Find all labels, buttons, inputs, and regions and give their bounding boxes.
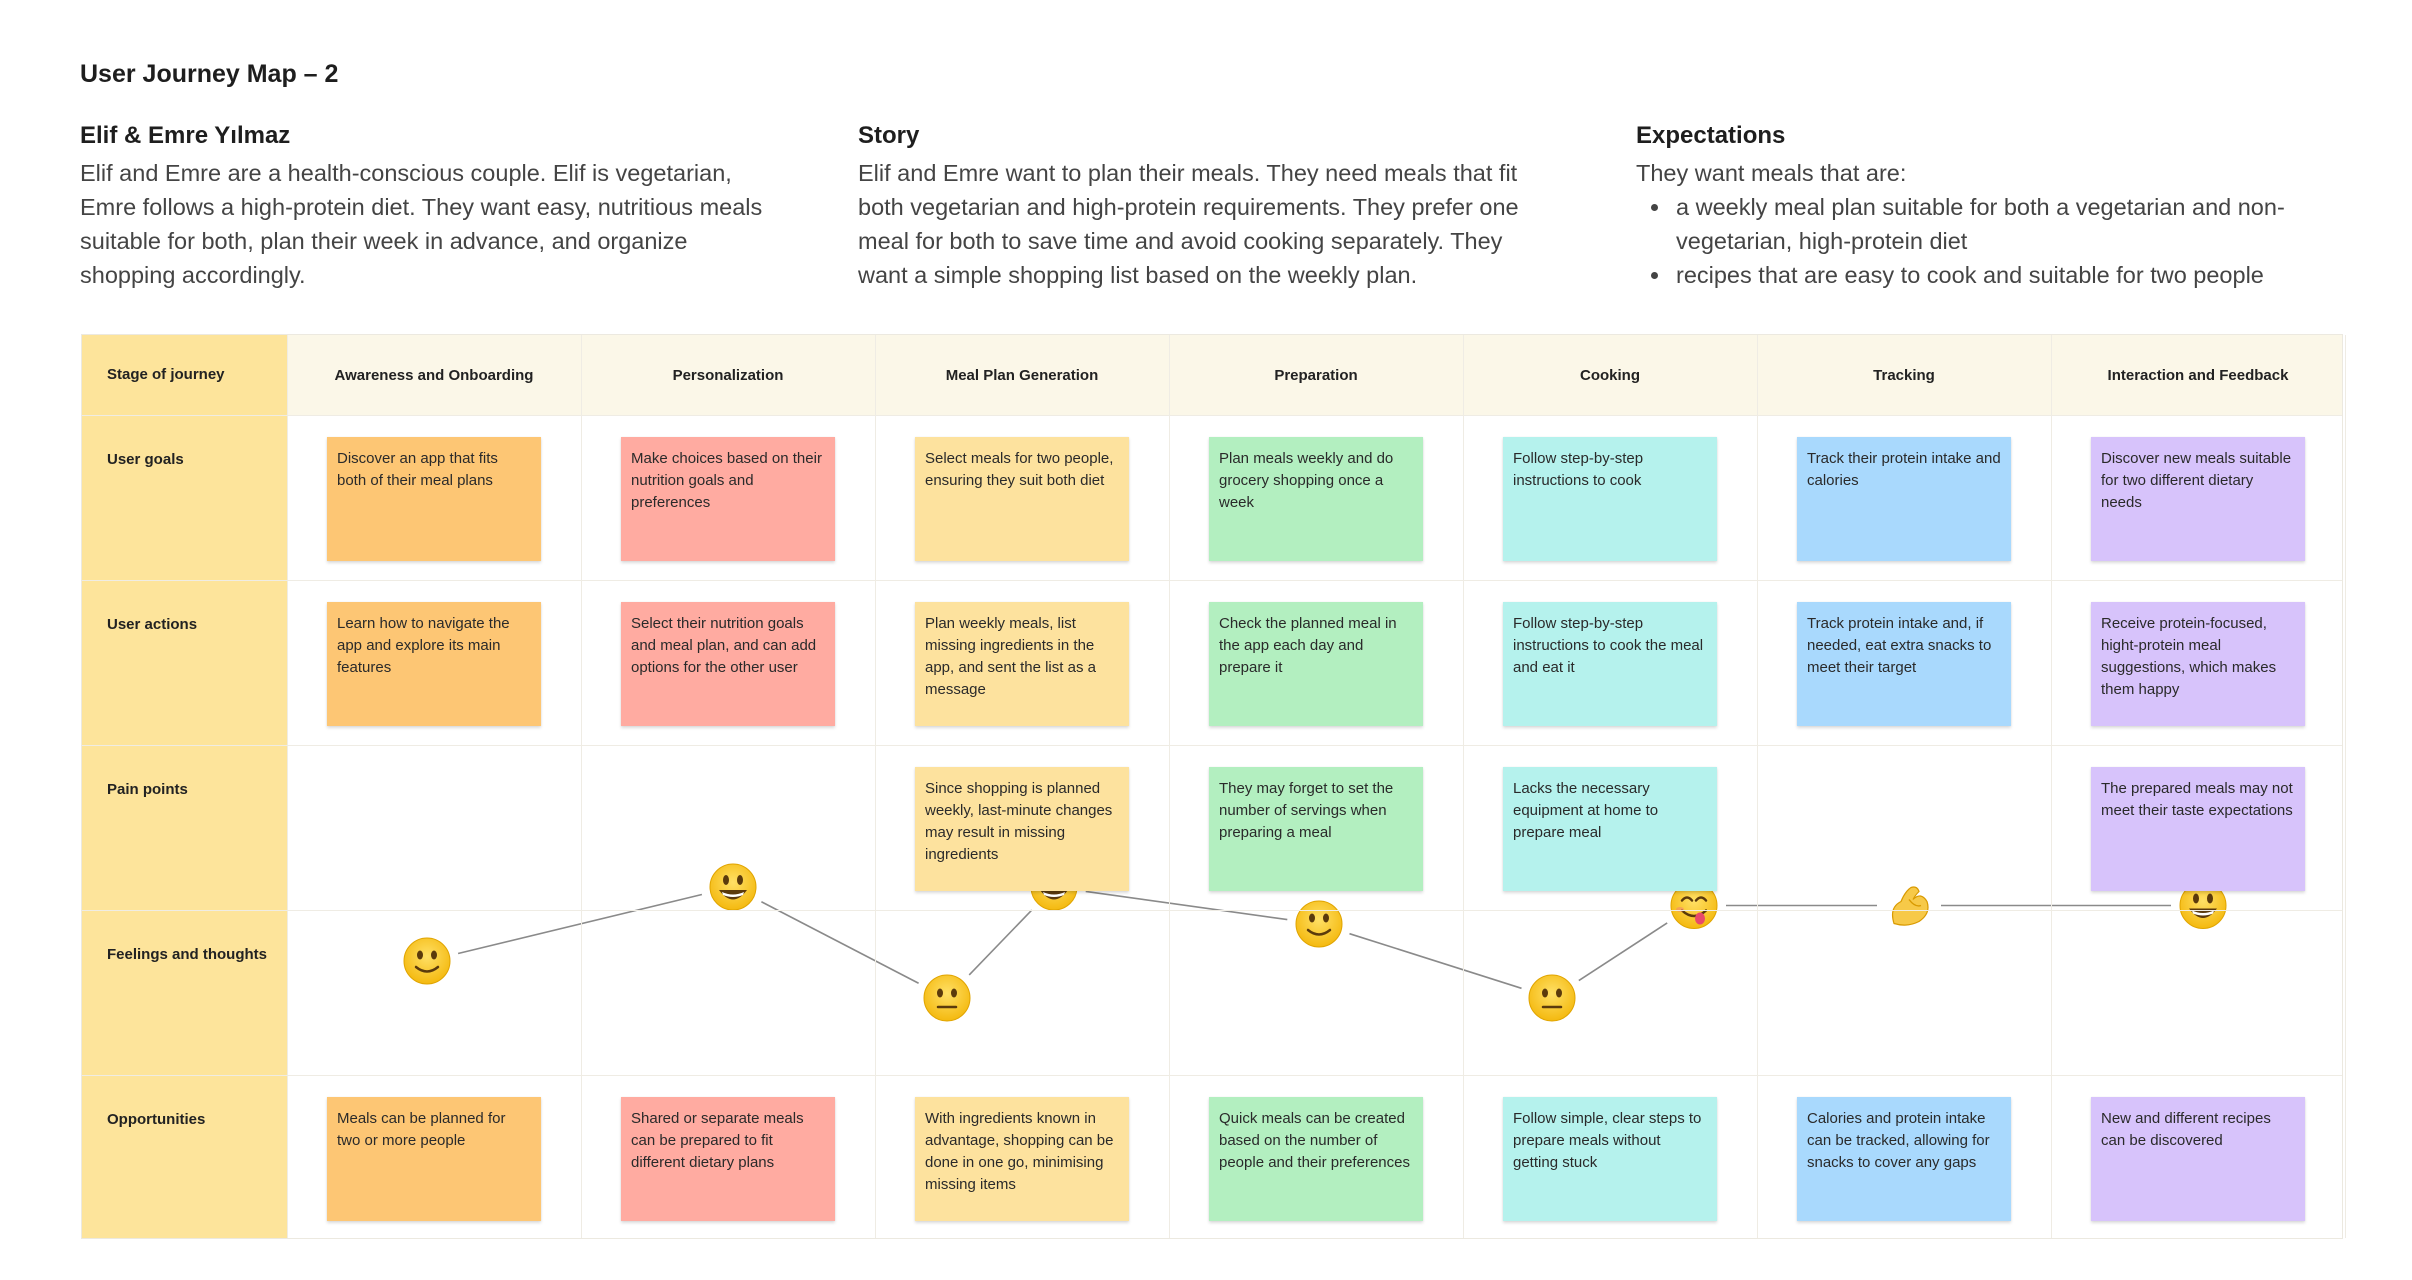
flexed-biceps-emoji-icon [1891,886,1929,926]
opportunity-note[interactable]: Quick meals can be created based on the … [1209,1097,1423,1221]
row-label-opportunities: Opportunities [107,1111,206,1128]
journey-board: Stage of journey User goals User actions… [81,334,2346,1239]
user-action-note[interactable]: Learn how to navigate the app and explor… [327,602,541,726]
feelings-connector [968,909,1033,976]
row-label-user-actions: User actions [107,616,198,633]
row-divider [82,1075,2342,1076]
opportunity-note[interactable]: Shared or separate meals can be prepared… [621,1097,835,1221]
expectations-item: a weekly meal plan suitable for both a v… [1672,190,2336,258]
persona-heading: Elif & Emre Yılmaz [80,122,291,149]
neutral-emoji-icon [1528,974,1576,1022]
column-divider [1463,335,1464,1238]
opportunity-note[interactable]: With ingredients known in advantage, sho… [915,1097,1129,1221]
feelings-connector [1085,890,1288,921]
user-action-note[interactable]: Receive protein-focused, hight-protein m… [2091,602,2305,726]
row-label-stage: Stage of journey [107,366,225,383]
stage-header: Meal Plan Generation [945,366,1099,384]
row-label-user-goals: User goals [107,451,184,468]
story-heading: Story [858,122,920,149]
user-action-note[interactable]: Plan weekly meals, list missing ingredie… [915,602,1129,726]
user-action-note[interactable]: Check the planned meal in the app each d… [1209,602,1423,726]
row-divider [82,415,2342,416]
row-label-pain-points: Pain points [107,781,188,798]
opportunity-note[interactable]: Calories and protein intake can be track… [1797,1097,2011,1221]
story-text: Elif and Emre want to plan their meals. … [858,160,1519,288]
row-divider [82,745,2342,746]
row-label-feelings: Feelings and thoughts [107,946,267,963]
column-divider [2345,335,2346,1238]
user-goal-note[interactable]: Track their protein intake and calories [1797,437,2011,561]
slightly-smiling-emoji-icon [1295,900,1343,948]
user-action-note[interactable]: Track protein intake and, if needed, eat… [1797,602,2011,726]
opportunity-note[interactable]: Meals can be planned for two or more peo… [327,1097,541,1221]
user-goal-note[interactable]: Make choices based on their nutrition go… [621,437,835,561]
story-section: Story Elif and Emre want to plan their m… [858,122,1558,292]
expectations-section: Expectations They want meals that are: a… [1636,122,2336,292]
user-goal-note[interactable]: Plan meals weekly and do grocery shoppin… [1209,437,1423,561]
pain-point-note[interactable]: Lacks the necessary equipment at home to… [1503,767,1717,891]
expectations-heading: Expectations [1636,122,1786,149]
user-goal-note[interactable]: Select meals for two people, ensuring th… [915,437,1129,561]
feelings-connector [1578,922,1668,982]
feelings-curve [403,863,2227,1022]
row-label-column [82,335,287,1238]
opportunity-note[interactable]: New and different recipes can be discove… [2091,1097,2305,1221]
pain-point-note[interactable]: They may forget to set the number of ser… [1209,767,1423,891]
stage-header: Personalization [672,366,784,384]
neutral-emoji-icon [923,974,971,1022]
user-goal-note[interactable]: Discover an app that fits both of their … [327,437,541,561]
column-divider [1169,335,1170,1238]
row-divider [82,910,2342,911]
persona-section: Elif & Emre Yılmaz Elif and Emre are a h… [80,122,780,292]
column-divider [287,335,288,1238]
column-divider [2051,335,2052,1238]
feelings-connector [457,893,703,955]
stage-header-row [82,335,2342,415]
column-divider [1757,335,1758,1238]
expectations-intro: They want meals that are: [1636,160,1907,186]
persona-text: Elif and Emre are a health-conscious cou… [80,160,763,288]
pain-point-note[interactable]: Since shopping is planned weekly, last-m… [915,767,1129,891]
yum-emoji-icon [1670,882,1718,929]
pain-point-note[interactable]: The prepared meals may not meet their ta… [2091,767,2305,891]
stage-header: Tracking [1873,366,1935,384]
user-goal-note[interactable]: Follow step-by-step instructions to cook [1503,437,1717,561]
page-title: User Journey Map – 2 [80,60,339,88]
stage-header: Awareness and Onboarding [334,366,534,384]
opportunity-note[interactable]: Follow simple, clear steps to prepare me… [1503,1097,1717,1221]
stage-header: Interaction and Feedback [2107,366,2289,384]
feelings-connector [761,901,919,984]
slightly-smiling-emoji-icon [403,937,451,985]
expectations-list: a weekly meal plan suitable for both a v… [1636,190,2336,292]
row-divider [82,580,2342,581]
column-divider [875,335,876,1238]
grinning-emoji-icon [709,863,757,911]
user-goal-note[interactable]: Discover new meals suitable for two diff… [2091,437,2305,561]
column-divider [581,335,582,1238]
feelings-connector [1349,932,1522,990]
stage-header: Preparation [1274,366,1358,384]
user-action-note[interactable]: Follow step-by-step instructions to cook… [1503,602,1717,726]
stage-header: Cooking [1580,366,1640,384]
user-action-note[interactable]: Select their nutrition goals and meal pl… [621,602,835,726]
expectations-item: recipes that are easy to cook and suitab… [1672,258,2336,292]
